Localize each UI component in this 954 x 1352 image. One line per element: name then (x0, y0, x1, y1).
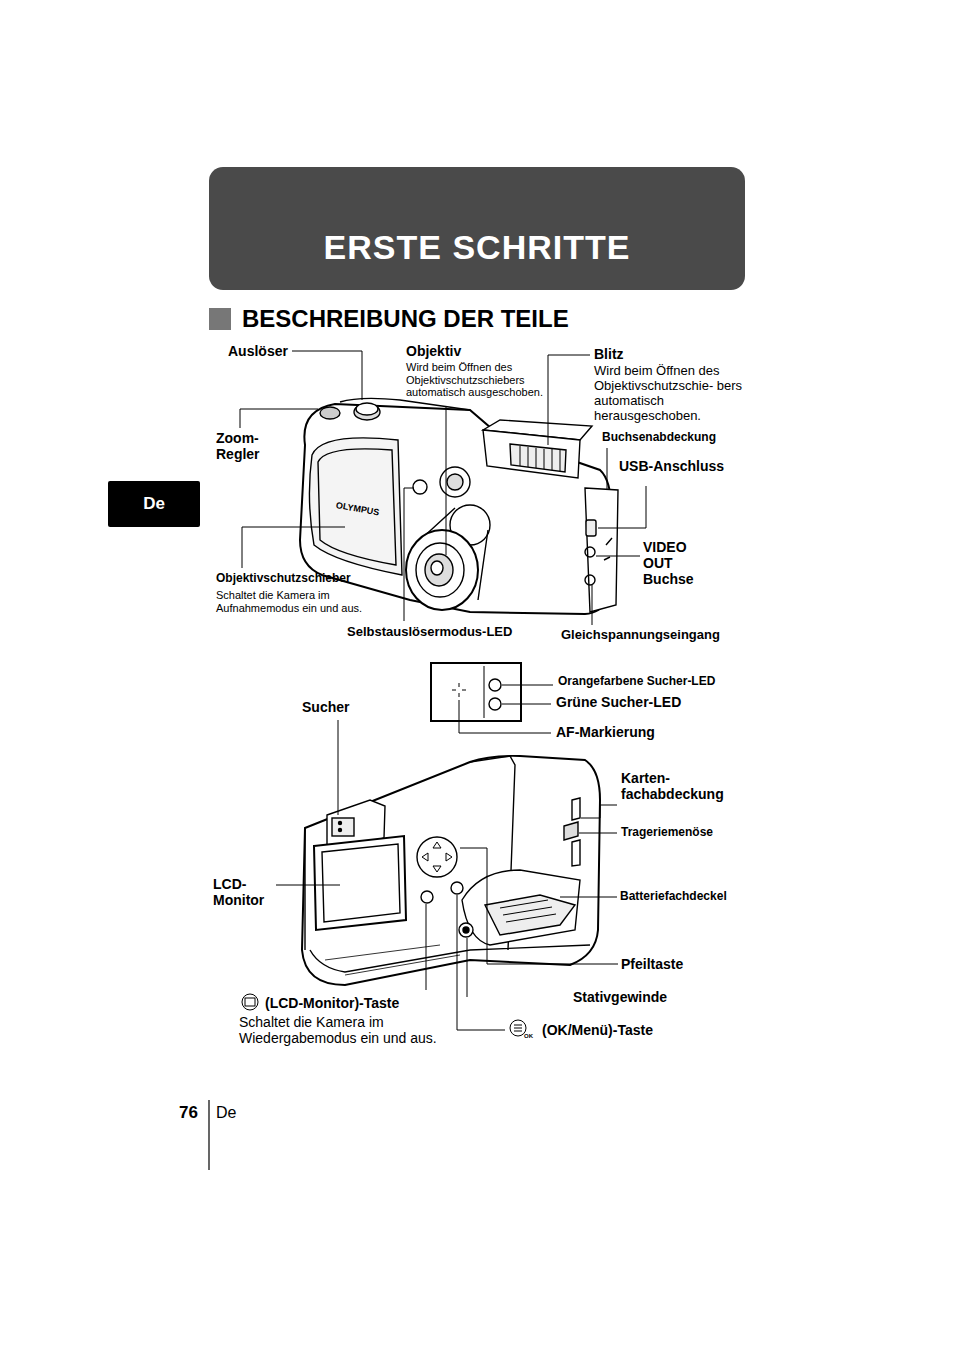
part-name: Orangefarbene Sucher-LED (558, 675, 715, 689)
section-heading: BESCHREIBUNG DER TEILE (242, 305, 569, 333)
part-name: Grüne Sucher-LED (556, 694, 681, 710)
part-name: AF-Markierung (556, 724, 655, 740)
part-name: (OK/Menü)-Taste (542, 1022, 653, 1038)
part-name: (LCD-Monitor)-Taste (265, 995, 399, 1011)
part-note: Wird beim Öffnen des Objektivschutzschie… (406, 361, 558, 399)
part-name: VIDEO OUT Buchse (643, 539, 705, 587)
part-name: USB-Anschluss (619, 458, 724, 474)
icon-subscript: OK (524, 1033, 533, 1040)
part-name: Zoom- Regler (216, 430, 276, 462)
part-note: Wird beim Öffnen des Objektivschutzschie… (594, 364, 744, 424)
part-name: Auslöser (228, 343, 288, 359)
page-number: 76 (179, 1103, 198, 1123)
part-name: Batteriefachdeckel (620, 890, 727, 904)
part-note: Schaltet die Kamera im Aufnahmemodus ein… (216, 589, 391, 614)
part-name: Pfeiltaste (621, 956, 683, 972)
viewfinder-inset (431, 663, 553, 733)
footer-rule (208, 1100, 209, 1170)
title-banner: ERSTE SCHRITTE (209, 167, 745, 290)
part-name: LCD- Monitor (213, 876, 275, 908)
part-name: Stativgewinde (573, 989, 667, 1005)
part-name: Selbstauslösermodus-LED (347, 625, 512, 640)
part-name: Objektivschutzschieber (216, 572, 351, 586)
part-name: Blitz (594, 346, 624, 362)
part-name: Trageriemenöse (621, 826, 713, 840)
part-note: Schaltet die Kamera im Wiedergabemodus e… (239, 1014, 454, 1046)
part-name: Sucher (302, 699, 349, 715)
part-name: Objektiv (406, 343, 461, 359)
part-name: Gleichspannungseingang (561, 628, 720, 643)
camera-back (302, 756, 600, 985)
page-language: De (216, 1104, 236, 1122)
page-title: ERSTE SCHRITTE (209, 167, 745, 267)
leader-lines (276, 720, 618, 1030)
section-marker (209, 308, 231, 330)
part-name: Buchsenabdeckung (602, 431, 716, 445)
part-name: Karten- fachabdeckung (621, 770, 736, 802)
tab-label: De (143, 494, 165, 514)
language-tab: De (108, 481, 200, 527)
